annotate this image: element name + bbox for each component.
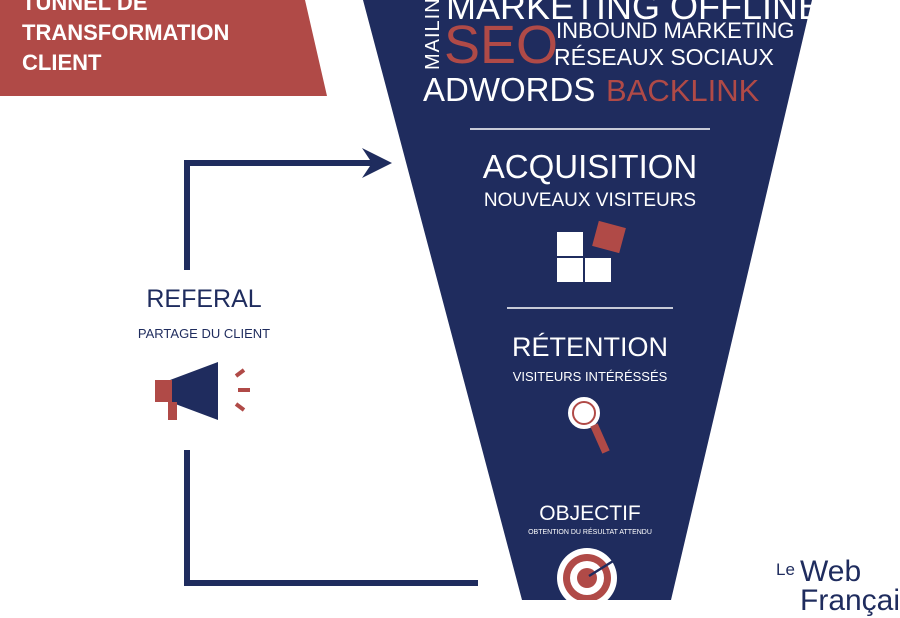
- word-mailing: MAILING: [422, 0, 444, 70]
- banner-title: TUNNEL DE TRANSFORMATION CLIENT: [22, 0, 229, 78]
- word-reseaux: RÉSEAUX SOCIAUX: [554, 44, 774, 70]
- referral-line-bottom: [184, 450, 478, 586]
- arrowhead-icon: [362, 148, 392, 178]
- word-inbound: INBOUND MARKETING: [556, 18, 795, 43]
- logo-le: Le: [776, 560, 795, 579]
- referral-title: REFERAL: [146, 285, 262, 313]
- word-marketing-offline: MARKETING OFFLINE: [446, 0, 823, 27]
- referral-subtitle: PARTAGE DU CLIENT: [137, 326, 271, 341]
- stage-subtitle: VISITEURS INTÉRÉSSÉS: [512, 369, 668, 384]
- referral-arrow-top: [184, 160, 375, 270]
- diagram-shapes: [0, 0, 812, 600]
- stage-title: ACQUISITION: [482, 148, 698, 185]
- word-adwords: ADWORDS: [423, 71, 596, 108]
- banner-line: TRANSFORMATION: [22, 20, 230, 45]
- megaphone-icon: [155, 362, 250, 420]
- puzzle-icon: [557, 220, 626, 282]
- stage-subtitle: OBTENTION DU RÉSULTAT ATTENDU: [528, 529, 652, 536]
- word-backlink: BACKLINK: [606, 73, 760, 108]
- magnifier-icon: [568, 397, 610, 454]
- banner-shape: [0, 0, 327, 96]
- logo-web: Web: [800, 555, 862, 588]
- target-icon: [557, 548, 619, 600]
- stage-title: OBJECTIF: [539, 502, 641, 525]
- word-seo: SEO: [444, 15, 559, 75]
- stage-subtitle: NOUVEAUX VISITEURS: [483, 190, 697, 211]
- banner-line: TUNNEL DE: [22, 0, 148, 15]
- banner-line: CLIENT: [22, 50, 102, 75]
- stage-title: RÉTENTION: [511, 332, 668, 362]
- logo-francais: Français: [800, 584, 900, 617]
- funnel-shape: [363, 0, 812, 600]
